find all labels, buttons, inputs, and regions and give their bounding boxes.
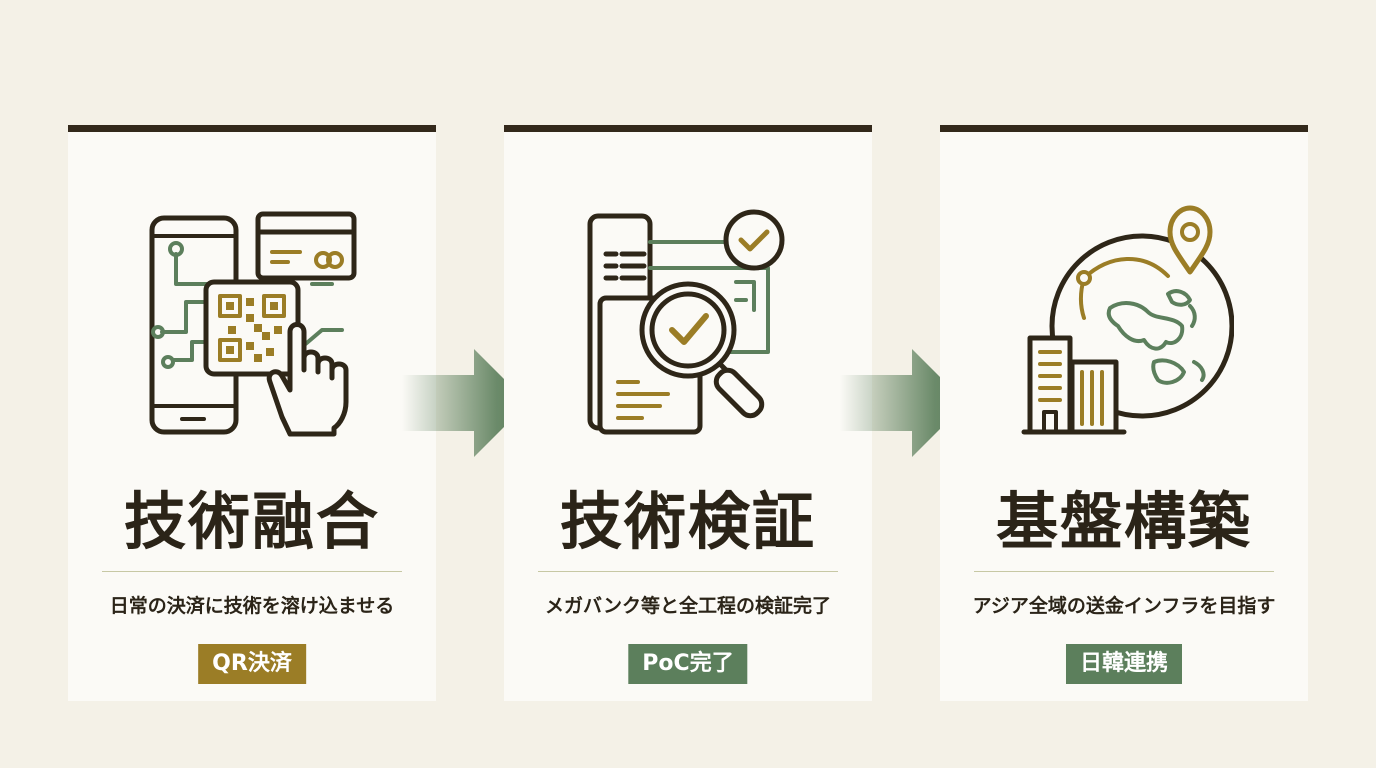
divider [538,571,838,572]
step-tag: 日韓連携 [1065,644,1183,684]
step-tag: PoC完了 [628,644,748,684]
step-tag: QR決済 [198,644,306,684]
step-description: メガバンク等と全工程の検証完了 [545,595,831,617]
step-card-tech-verification: 技術検証 メガバンク等と全工程の検証完了 PoC完了 [504,125,872,701]
step-description: アジア全域の送金インフラを目指す [972,595,1276,617]
step-title: 技術検証 [559,485,816,558]
step-description: 日常の決済に技術を溶け込ませる [109,595,395,617]
step-card-infrastructure: 基盤構築 アジア全域の送金インフラを目指す 日韓連携 [940,125,1308,701]
divider [102,571,402,572]
step-card-tech-fusion: 技術融合 日常の決済に技術を溶け込ませる QR決済 [68,125,436,701]
step-title: 技術融合 [123,485,380,558]
arrow-right-icon [840,349,966,457]
step-title: 基盤構築 [995,485,1252,558]
globe-network-icon [1021,205,1234,435]
divider [974,571,1274,572]
phone-qr-payment-icon [149,211,357,437]
arrow-right-icon [402,349,528,457]
document-verification-icon [587,209,785,435]
